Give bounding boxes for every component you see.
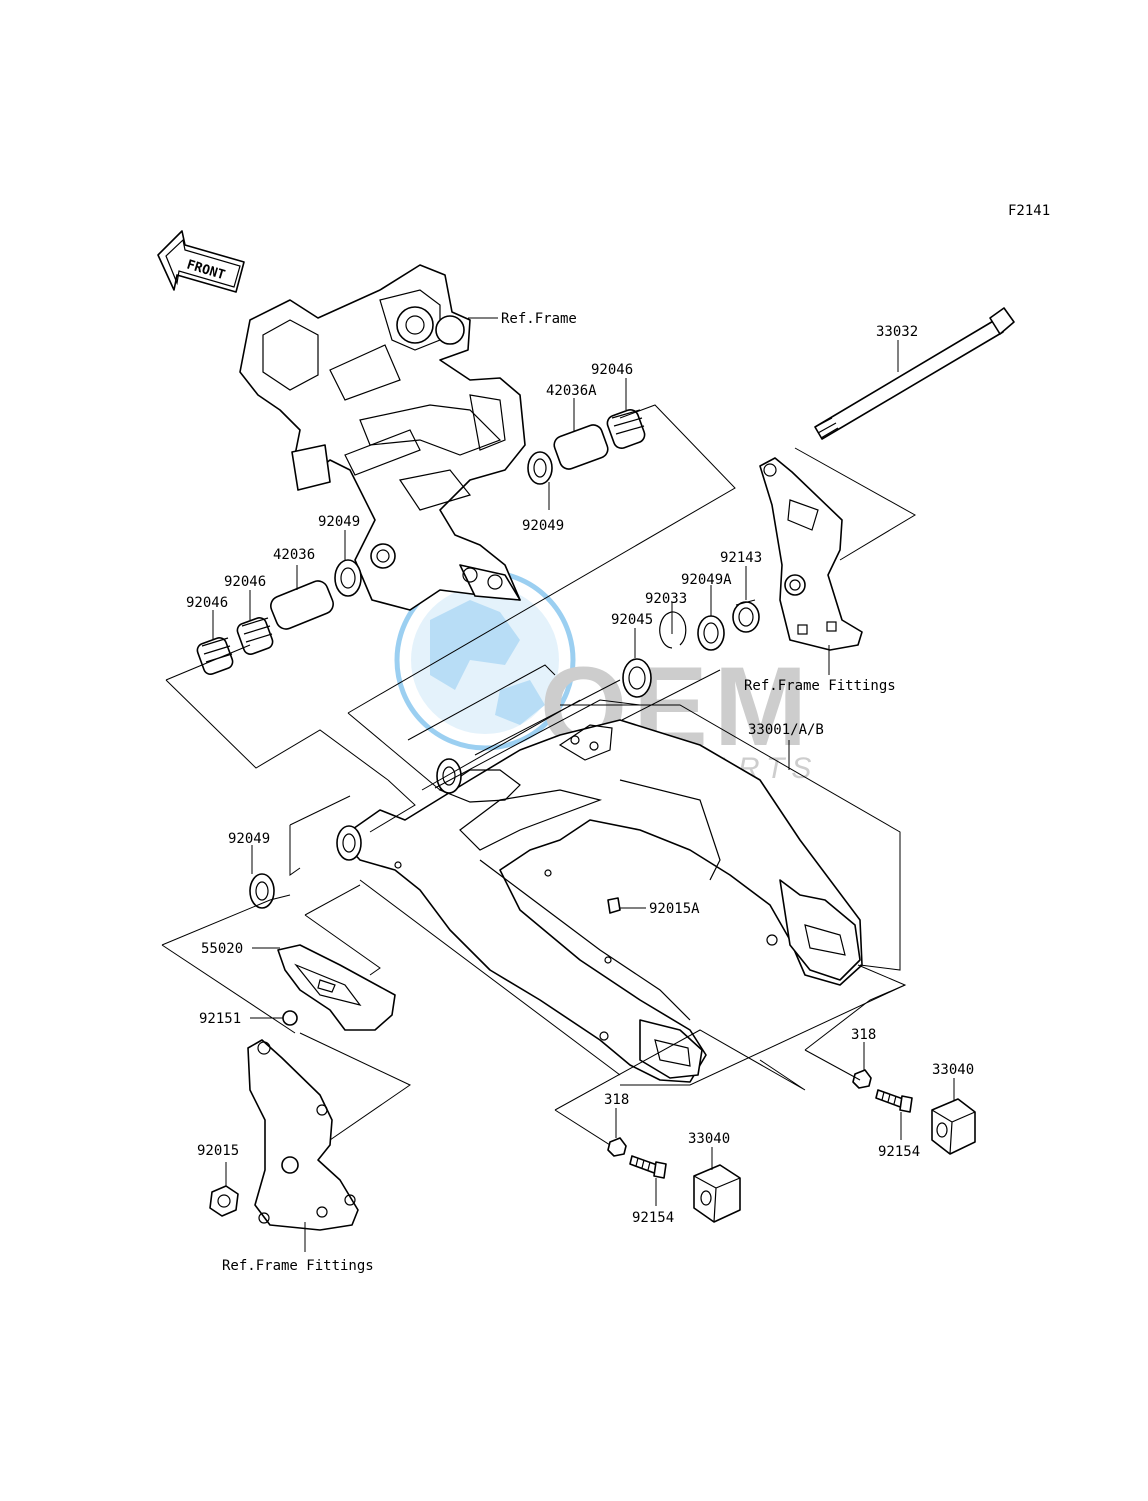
label-92045: 92045 (611, 612, 653, 628)
label-ref-frame-fittings-right: Ref.Frame Fittings (744, 678, 896, 694)
label-33032: 33032 (876, 324, 918, 340)
part-label-group: Ref.Frame 33032 92046 42036A 92049 92049… (186, 311, 974, 1274)
label-92049A: 92049A (681, 572, 732, 588)
label-92015A: 92015A (649, 901, 700, 917)
bolt-92154-center (629, 1155, 667, 1206)
bearing-92046-outer (196, 610, 234, 675)
label-ref-frame: Ref.Frame (501, 311, 577, 327)
label-42036A: 42036A (546, 383, 597, 399)
nut-318-center (607, 1108, 627, 1157)
label-33001-A-B: 33001/A/B (748, 722, 824, 738)
seal-92049-left (334, 530, 362, 597)
assembly-guide-lines (161, 404, 916, 1146)
label-318-center: 318 (604, 1092, 629, 1108)
bearing-92046-mid (236, 590, 274, 655)
label-92033: 92033 (645, 591, 687, 607)
label-33040-center: 33040 (688, 1131, 730, 1147)
label-92154-right: 92154 (878, 1144, 920, 1160)
swingarm-33001 (336, 719, 863, 1083)
label-33040-right: 33040 (932, 1062, 974, 1078)
label-92046-mid: 92046 (224, 574, 266, 590)
label-ref-frame-fittings-left: Ref.Frame Fittings (222, 1258, 374, 1274)
chain-slider-55020 (252, 944, 396, 1031)
collar-42036A (553, 398, 609, 470)
bearing-92046-upper (606, 378, 646, 449)
label-42036: 42036 (273, 547, 315, 563)
collar-42036 (270, 565, 334, 630)
adjuster-block-33040-right (931, 1078, 976, 1155)
label-92049-lower: 92049 (228, 831, 270, 847)
label-92049-upper: 92049 (522, 518, 564, 534)
nut-318-right (852, 1042, 872, 1089)
label-92049-left: 92049 (318, 514, 360, 530)
pivot-shaft-33032 (814, 307, 1015, 440)
bearing-92045 (622, 628, 652, 698)
right-frame-fitting-plate (759, 457, 863, 675)
figure-code: F2141 (1008, 203, 1050, 219)
main-frame-drawing (239, 264, 526, 611)
seal-92049-upper (527, 451, 553, 510)
label-92143: 92143 (720, 550, 762, 566)
seal-92049-lower (249, 845, 275, 909)
label-92154-center: 92154 (632, 1210, 674, 1226)
adjuster-block-33040-center (693, 1147, 741, 1223)
bolt-92154-right (875, 1089, 913, 1140)
left-frame-fitting-plate (247, 1039, 359, 1252)
collar-92143 (732, 566, 760, 633)
label-92046-outer: 92046 (186, 595, 228, 611)
label-92151: 92151 (199, 1011, 241, 1027)
front-direction-arrow-icon: FRONT (157, 230, 245, 293)
bolt-92015A (607, 897, 646, 914)
circlip-92033 (659, 602, 687, 649)
label-92046-upper: 92046 (591, 362, 633, 378)
label-318-right: 318 (851, 1027, 876, 1043)
label-55020: 55020 (201, 941, 243, 957)
screw-92151 (250, 1010, 298, 1026)
label-92015: 92015 (197, 1143, 239, 1159)
watermark-globe-icon (394, 569, 576, 751)
nut-92015 (209, 1162, 239, 1217)
seal-92049A (697, 585, 725, 651)
